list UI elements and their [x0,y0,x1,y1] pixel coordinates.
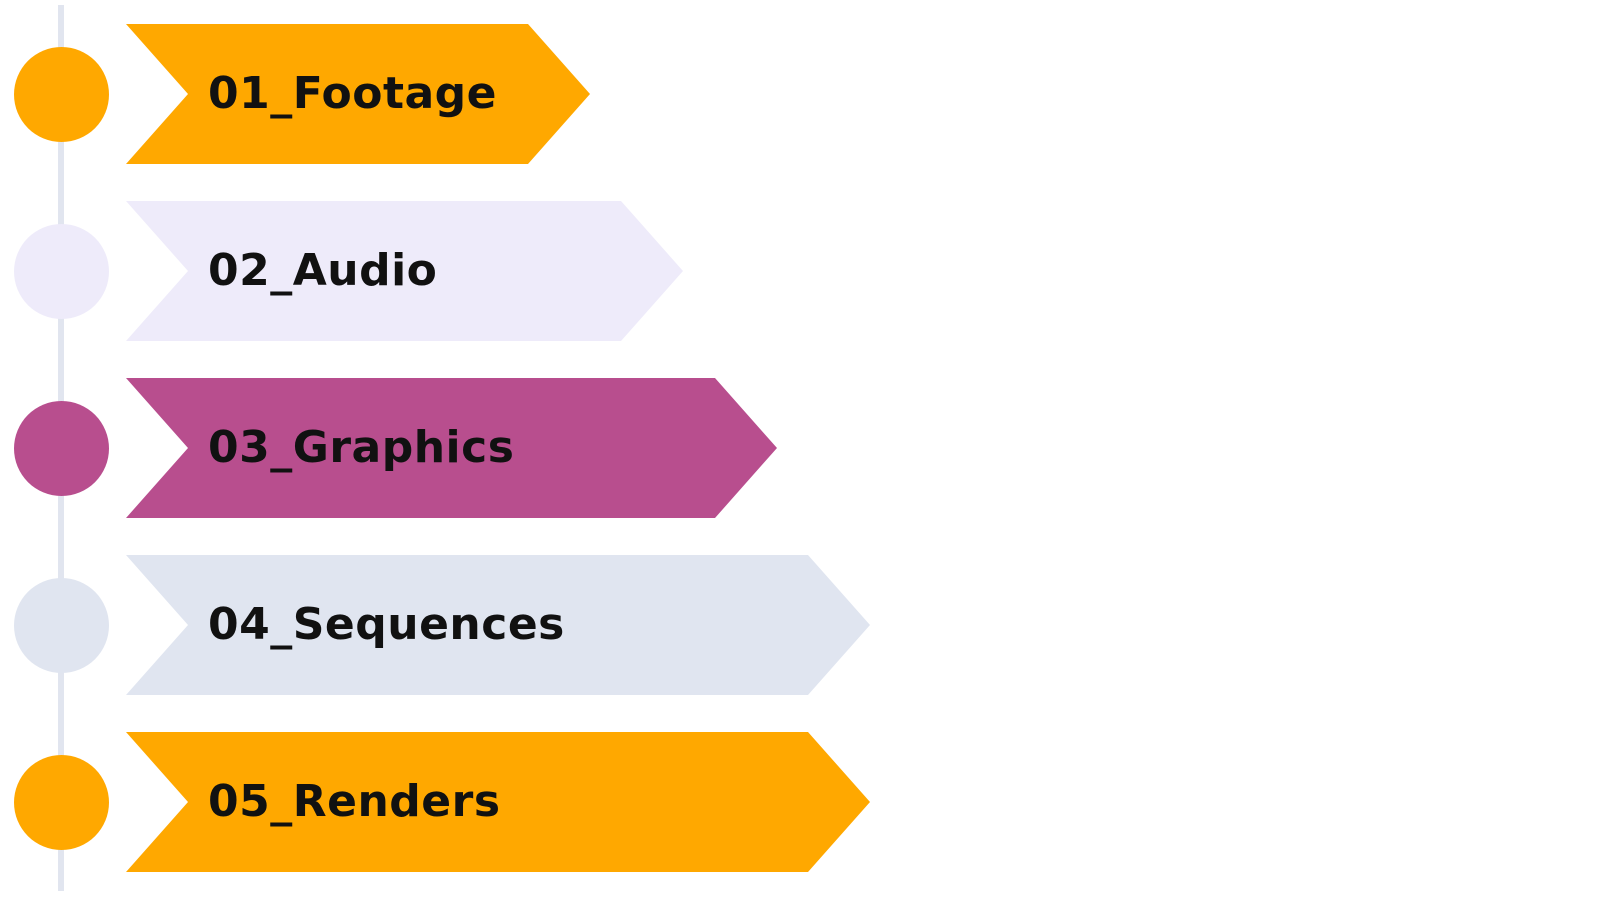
step-arrow-shape [126,555,870,695]
step-arrow-shape [126,201,683,341]
step-dot [14,47,109,142]
step-row[interactable]: 02_Audio [0,201,1000,341]
step-arrow-shape [126,378,777,518]
step-label: 04_Sequences [208,599,565,650]
step-dot [14,755,109,850]
step-label: 03_Graphics [208,422,515,473]
step-row[interactable]: 03_Graphics [0,378,1000,518]
step-row[interactable]: 01_Footage [0,24,1000,164]
step-row[interactable]: 05_Renders [0,732,1000,872]
step-label: 02_Audio [208,245,438,296]
step-arrow-shape [126,24,590,164]
step-row[interactable]: 04_Sequences [0,555,1000,695]
step-label: 01_Footage [208,68,498,119]
step-label: 05_Renders [208,776,501,827]
step-arrow-shape [126,732,870,872]
step-dot [14,578,109,673]
step-dot [14,224,109,319]
step-dot [14,401,109,496]
